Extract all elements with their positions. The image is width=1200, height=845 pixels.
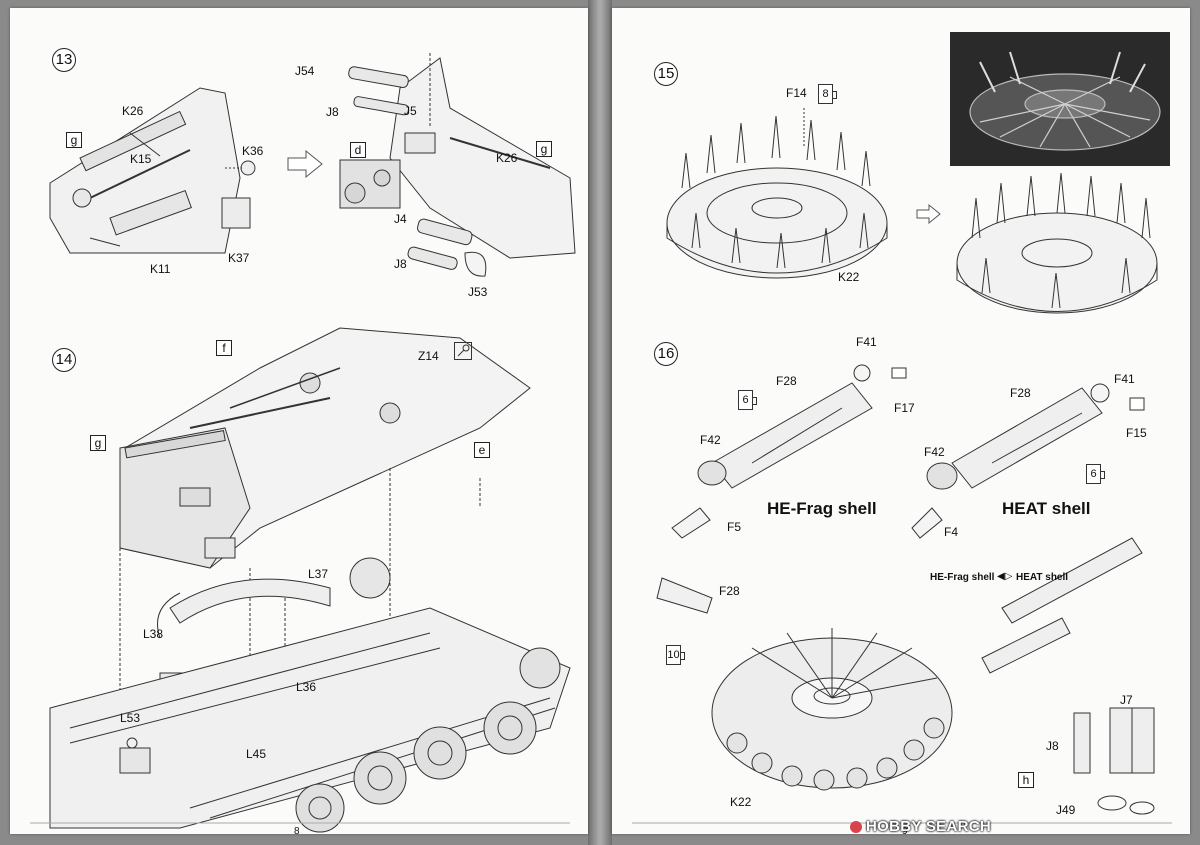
sprue-label-g-step14: g xyxy=(90,435,106,451)
sprue-label-h: h xyxy=(1018,772,1034,788)
part-label-F15: F15 xyxy=(1126,426,1147,440)
part-label-K36: K36 xyxy=(242,144,264,158)
part-label-K37: K37 xyxy=(228,251,250,265)
left-page-line-art xyxy=(30,53,576,833)
part-label-J8-bottom: J8 xyxy=(394,257,407,271)
step14-lower-hull-drawing xyxy=(49,607,571,833)
part-label-F28-right: F28 xyxy=(1010,386,1031,400)
sprue-label-g: g xyxy=(66,132,82,148)
step15-carousel-drawing xyxy=(666,108,888,279)
part-label-F17: F17 xyxy=(894,401,915,415)
part-label-J7: J7 xyxy=(1120,693,1133,707)
step13-right-assembly-drawing xyxy=(339,53,576,277)
part-label-F5: F5 xyxy=(727,520,742,534)
part-label-Z14: Z14 xyxy=(418,349,439,363)
quantity-ref-6-right: 6 xyxy=(1086,464,1105,484)
step-14-number: 14 xyxy=(52,348,76,372)
part-label-J8-top: J8 xyxy=(326,105,339,119)
step-15-number: 15 xyxy=(654,62,678,86)
glue-tool-icon xyxy=(454,342,472,360)
sprue-label-d: d xyxy=(350,142,366,158)
part-label-F41-left: F41 xyxy=(856,335,877,349)
swap-label-heat: HEAT shell xyxy=(1016,572,1069,583)
page-number-right: 9 xyxy=(902,826,908,837)
step16-he-frag-shell-drawing xyxy=(671,364,907,539)
part-label-L45: L45 xyxy=(246,747,267,761)
page-number-left: 8 xyxy=(294,826,300,837)
part-label-J53: J53 xyxy=(468,285,488,299)
step-16-number: 16 xyxy=(654,342,678,366)
part-label-F28-left: F28 xyxy=(776,374,797,388)
right-page: 15 F14 8 K22 16 F41 F28 6 F17 F42 F5 HE-… xyxy=(612,8,1190,837)
right-page-line-art xyxy=(632,108,1172,824)
part-label-J4: J4 xyxy=(394,212,407,226)
step16-carousel-drawing xyxy=(656,537,1143,791)
step15-result-drawing xyxy=(956,172,1158,314)
part-label-K11: K11 xyxy=(150,262,171,276)
step16-heat-shell-drawing xyxy=(911,383,1145,539)
part-label-F42-left: F42 xyxy=(700,433,721,447)
part-label-F28-carousel: F28 xyxy=(719,584,740,598)
step16-charge-shells-drawing xyxy=(1073,707,1155,815)
step-13-number: 13 xyxy=(52,48,76,72)
part-label-K15: K15 xyxy=(130,152,152,166)
reference-photo-carousel xyxy=(950,32,1170,166)
part-label-J8: J8 xyxy=(1046,739,1059,753)
step13-arrow xyxy=(287,149,323,179)
part-label-J54: J54 xyxy=(295,64,315,78)
swap-arrows-icon: ◀▷ xyxy=(997,571,1013,582)
part-label-F14: F14 xyxy=(786,86,807,100)
sprue-label-f: f xyxy=(216,340,232,356)
part-label-L37: L37 xyxy=(308,567,329,581)
left-page: 13 K26 g K15 K36 K11 K37 J54 J8 J5 d K26… xyxy=(10,8,588,837)
part-label-L53: L53 xyxy=(120,711,141,725)
part-label-F42-right: F42 xyxy=(924,445,945,459)
part-label-J49: J49 xyxy=(1056,803,1076,817)
part-label-F4: F4 xyxy=(944,525,959,539)
quantity-ref-8: 8 xyxy=(818,84,837,104)
part-label-K26-right: K26 xyxy=(496,151,518,165)
part-label-L36: L36 xyxy=(296,680,317,694)
swap-label-he-frag: HE-Frag shell xyxy=(930,572,995,583)
sprue-label-e: e xyxy=(474,442,490,458)
step13-side-panel-drawing xyxy=(49,87,256,254)
hobby-search-logo-icon xyxy=(850,821,862,834)
caption-heat-shell: HEAT shell xyxy=(1002,499,1091,518)
part-label-K22-step15: K22 xyxy=(838,270,860,284)
book-gutter xyxy=(588,0,612,845)
quantity-ref-6-left: 6 xyxy=(738,390,757,410)
part-label-J5: J5 xyxy=(404,104,417,118)
quantity-ref-10: 10 xyxy=(666,645,685,665)
sprue-label-g-right: g xyxy=(536,141,552,157)
part-label-F41-right: F41 xyxy=(1114,372,1135,386)
part-label-K22-step16: K22 xyxy=(730,795,752,809)
part-label-L38: L38 xyxy=(143,627,164,641)
watermark-text: HOBBY SEARCH xyxy=(866,818,992,835)
step15-arrow xyxy=(916,203,941,225)
hobby-search-watermark: HOBBY SEARCH xyxy=(850,818,991,835)
caption-he-frag-shell: HE-Frag shell xyxy=(767,499,877,518)
part-label-K26: K26 xyxy=(122,104,144,118)
step14-hull-drawing xyxy=(119,327,531,708)
